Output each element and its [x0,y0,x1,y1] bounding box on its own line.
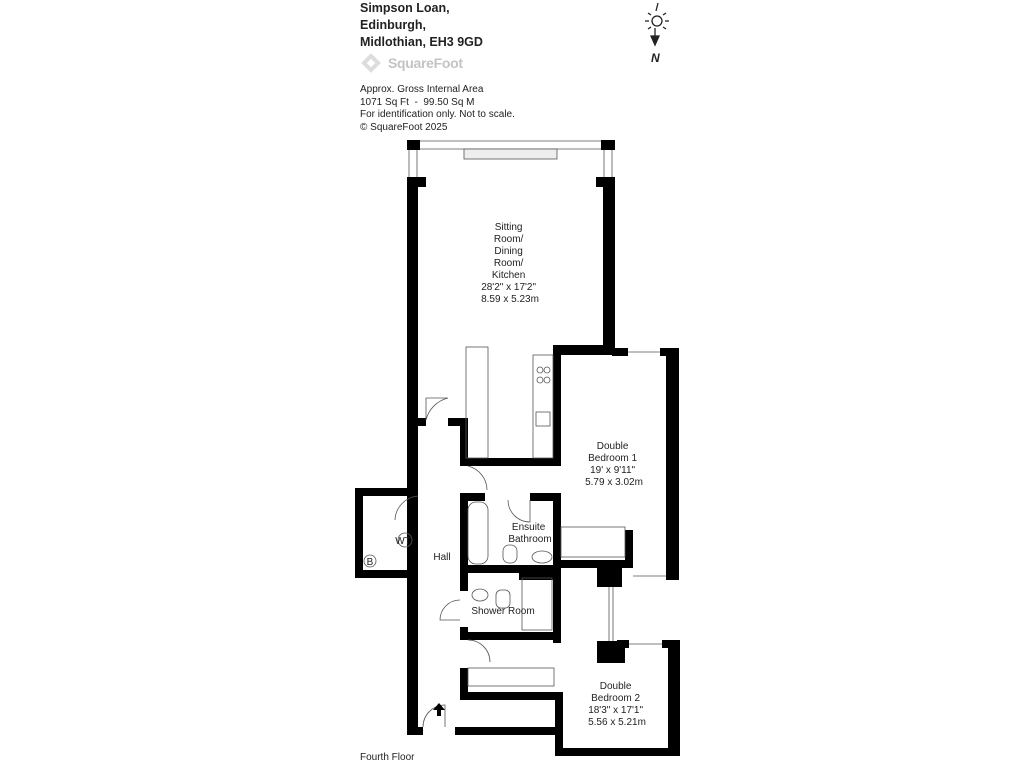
entrance-arrow-icon [433,703,445,716]
kitchen-counter [532,354,554,459]
sun-compass-icon [645,2,669,47]
walls [355,140,680,756]
hall-label: Hall [433,552,450,563]
floor-label: Fourth Floor [360,752,415,763]
toilet [502,544,518,564]
squarefoot-logo-icon [361,53,381,73]
info-line2: 1071 Sq Ft - 99.50 Sq M [360,96,475,108]
bedroom1-label: Double Bedroom 1 19' x 9'11" 5.79 x 3.02… [585,441,643,488]
address: Simpson Loan, Edinburgh, Midlothian, EH3… [360,0,483,51]
logo-text: SquareFoot [388,55,463,71]
fixtures [363,140,666,728]
bedroom2-label: Double Bedroom 2 18'3" x 17'1" 5.56 x 5.… [588,681,646,728]
address-line2: Edinburgh, [360,18,426,32]
bathtub [467,501,489,565]
kitchen-island [465,346,489,459]
ensuite-label: Ensuite Bathroom [508,522,551,545]
boiler-label: B [367,557,374,568]
sitting-room-label: Sitting Room/ Dining Room/ Kitchen 28'2"… [481,222,539,305]
address-line3: Midlothian, EH3 9GD [360,35,483,49]
basin [531,550,553,564]
shower-room-label: Shower Room [471,606,534,617]
info-line4: © SquareFoot 2025 [360,121,448,133]
info-line3: For identification only. Not to scale. [360,109,515,120]
room-labels: Sitting Room/ Dining Room/ Kitchen 28'2"… [367,222,646,728]
wt-label: WT [395,536,411,547]
north-label: N [651,51,660,65]
area-info: Approx. Gross Internal Area 1071 Sq Ft -… [360,84,515,134]
address-line1: Simpson Loan, [360,1,450,15]
squarefoot-logo: SquareFoot [360,52,463,74]
info-line1: Approx. Gross Internal Area [360,84,484,95]
